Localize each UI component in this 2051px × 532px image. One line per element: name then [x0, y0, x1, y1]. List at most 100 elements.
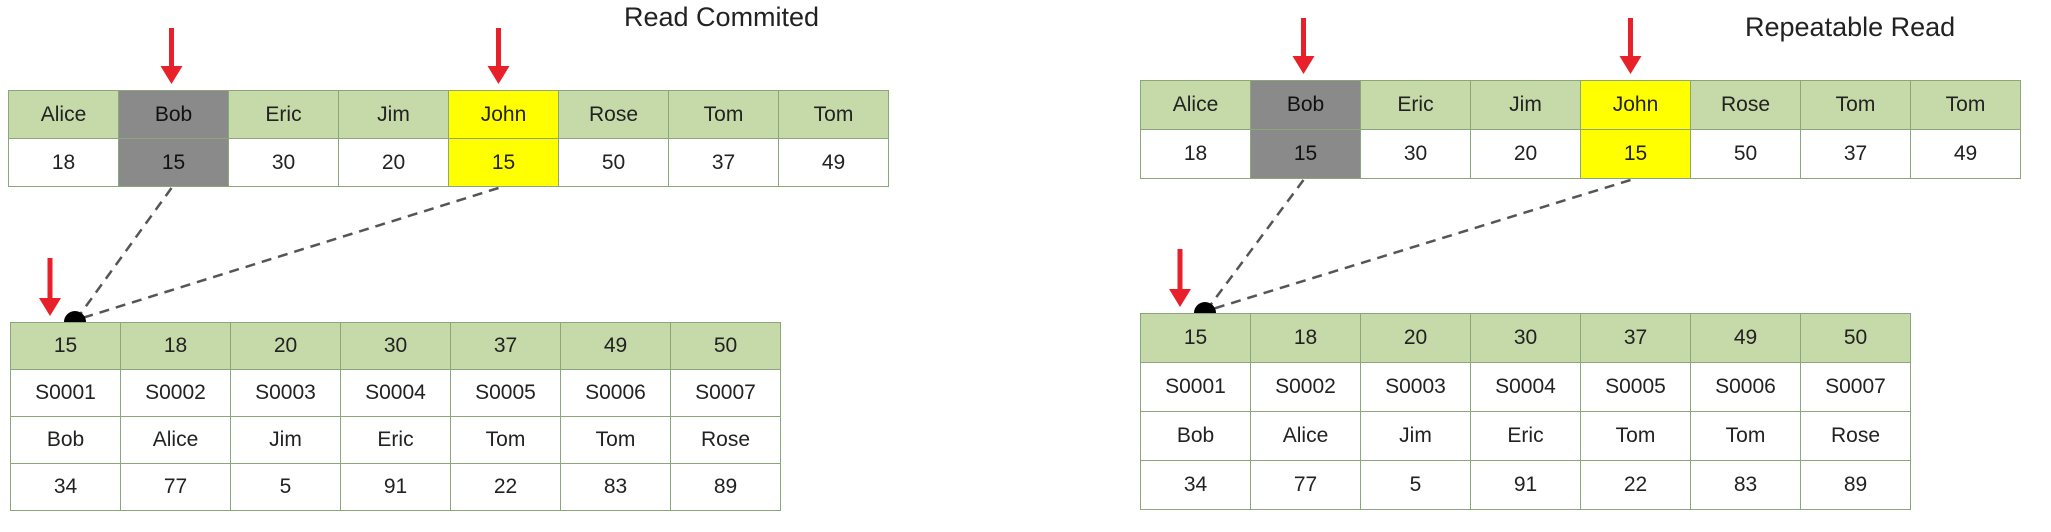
name-row-cell: John — [1580, 80, 1691, 130]
age-row-cell: 20 — [1470, 129, 1581, 179]
id-row-cell: S0005 — [1580, 362, 1691, 412]
score-row-cell: 89 — [670, 463, 781, 511]
age-key-row-cell: 15 — [10, 322, 121, 370]
name-row-cell: Bob — [118, 90, 229, 139]
name-row-cell: John — [448, 90, 559, 139]
name-value-row-cell: Tom — [1690, 411, 1801, 461]
id-row-cell: S0006 — [560, 369, 671, 417]
red-arrow-icon — [39, 258, 61, 316]
age-key-row-cell: 37 — [1580, 313, 1691, 363]
age-key-row-cell: 30 — [340, 322, 451, 370]
age-row-cell: 50 — [1690, 129, 1801, 179]
id-row-cell: S0004 — [340, 369, 451, 417]
age-key-row-cell: 37 — [450, 322, 561, 370]
name-row-cell: Alice — [8, 90, 119, 139]
id-row-cell: S0003 — [1360, 362, 1471, 412]
age-key-row-cell: 20 — [1360, 313, 1471, 363]
name-row-cell: Bob — [1250, 80, 1361, 130]
age-key-row-cell: 30 — [1470, 313, 1581, 363]
id-row-cell: S0007 — [670, 369, 781, 417]
red-arrow-icon — [160, 28, 183, 84]
id-row-cell: S0002 — [1250, 362, 1361, 412]
age-row-cell: 20 — [338, 138, 449, 187]
name-value-row-cell: Bob — [10, 416, 121, 464]
age-row-cell: 15 — [1250, 129, 1361, 179]
age-row-cell: 30 — [1360, 129, 1471, 179]
age-row-cell: 37 — [668, 138, 779, 187]
score-row-cell: 91 — [340, 463, 451, 511]
id-row-cell: S0007 — [1800, 362, 1911, 412]
score-row-cell: 89 — [1800, 460, 1911, 510]
repeatable-read-title: Repeatable Read — [1745, 12, 1956, 42]
age-row-cell: 15 — [118, 138, 229, 187]
age-key-row-cell: 49 — [560, 322, 671, 370]
name-row-cell: Jim — [1470, 80, 1581, 130]
score-row-cell: 22 — [1580, 460, 1691, 510]
red-arrow-icon — [487, 28, 510, 84]
pointer-target-icon — [64, 311, 86, 322]
name-value-row-cell: Eric — [1470, 411, 1581, 461]
age-key-row-cell: 20 — [230, 322, 341, 370]
name-value-row-cell: Eric — [340, 416, 451, 464]
name-value-row-cell: Tom — [1580, 411, 1691, 461]
name-row-cell: Tom — [668, 90, 779, 139]
id-row-cell: S0001 — [10, 369, 121, 417]
age-key-row-cell: 50 — [670, 322, 781, 370]
score-row-cell: 91 — [1470, 460, 1581, 510]
age-key-row-cell: 49 — [1690, 313, 1801, 363]
red-arrow-icon — [1619, 18, 1642, 74]
name-value-row-cell: Alice — [120, 416, 231, 464]
name-value-row-cell: Rose — [670, 416, 781, 464]
dashed-pointer-line — [1205, 178, 1631, 313]
id-row-cell: S0005 — [450, 369, 561, 417]
age-row-cell: 50 — [558, 138, 669, 187]
name-value-row-cell: Tom — [560, 416, 671, 464]
score-row-cell: 34 — [10, 463, 121, 511]
name-value-row-cell: Alice — [1250, 411, 1361, 461]
name-row-cell: Eric — [1360, 80, 1471, 130]
name-value-row-cell: Bob — [1140, 411, 1251, 461]
score-row-cell: 77 — [1250, 460, 1361, 510]
age-row-cell: 15 — [1580, 129, 1691, 179]
age-row-cell: 49 — [778, 138, 889, 187]
name-row-cell: Rose — [1690, 80, 1801, 130]
id-row-cell: S0003 — [230, 369, 341, 417]
score-row-cell: 83 — [560, 463, 671, 511]
id-row-cell: S0002 — [120, 369, 231, 417]
name-row-cell: Eric — [228, 90, 339, 139]
dashed-pointer-line — [74, 187, 173, 321]
name-row-cell: Tom — [778, 90, 889, 139]
score-row-cell: 77 — [120, 463, 231, 511]
name-row-cell: Jim — [338, 90, 449, 139]
age-key-row-cell: 50 — [1800, 313, 1911, 363]
age-row-cell: 30 — [228, 138, 339, 187]
name-value-row-cell: Jim — [230, 416, 341, 464]
age-row-cell: 37 — [1800, 129, 1911, 179]
id-row-cell: S0006 — [1690, 362, 1801, 412]
score-row-cell: 34 — [1140, 460, 1251, 510]
name-value-row-cell: Tom — [450, 416, 561, 464]
red-arrow-icon — [1292, 18, 1315, 74]
score-row-cell: 5 — [1360, 460, 1471, 510]
dashed-pointer-line — [1204, 179, 1305, 312]
read-committed-title: Read Commited — [624, 2, 820, 32]
age-row-cell: 18 — [1140, 129, 1251, 179]
id-row-cell: S0001 — [1140, 362, 1251, 412]
dashed-pointer-line — [75, 186, 499, 322]
age-row-cell: 18 — [8, 138, 119, 187]
pointer-target-icon — [1194, 302, 1216, 313]
age-key-row-cell: 18 — [1250, 313, 1361, 363]
